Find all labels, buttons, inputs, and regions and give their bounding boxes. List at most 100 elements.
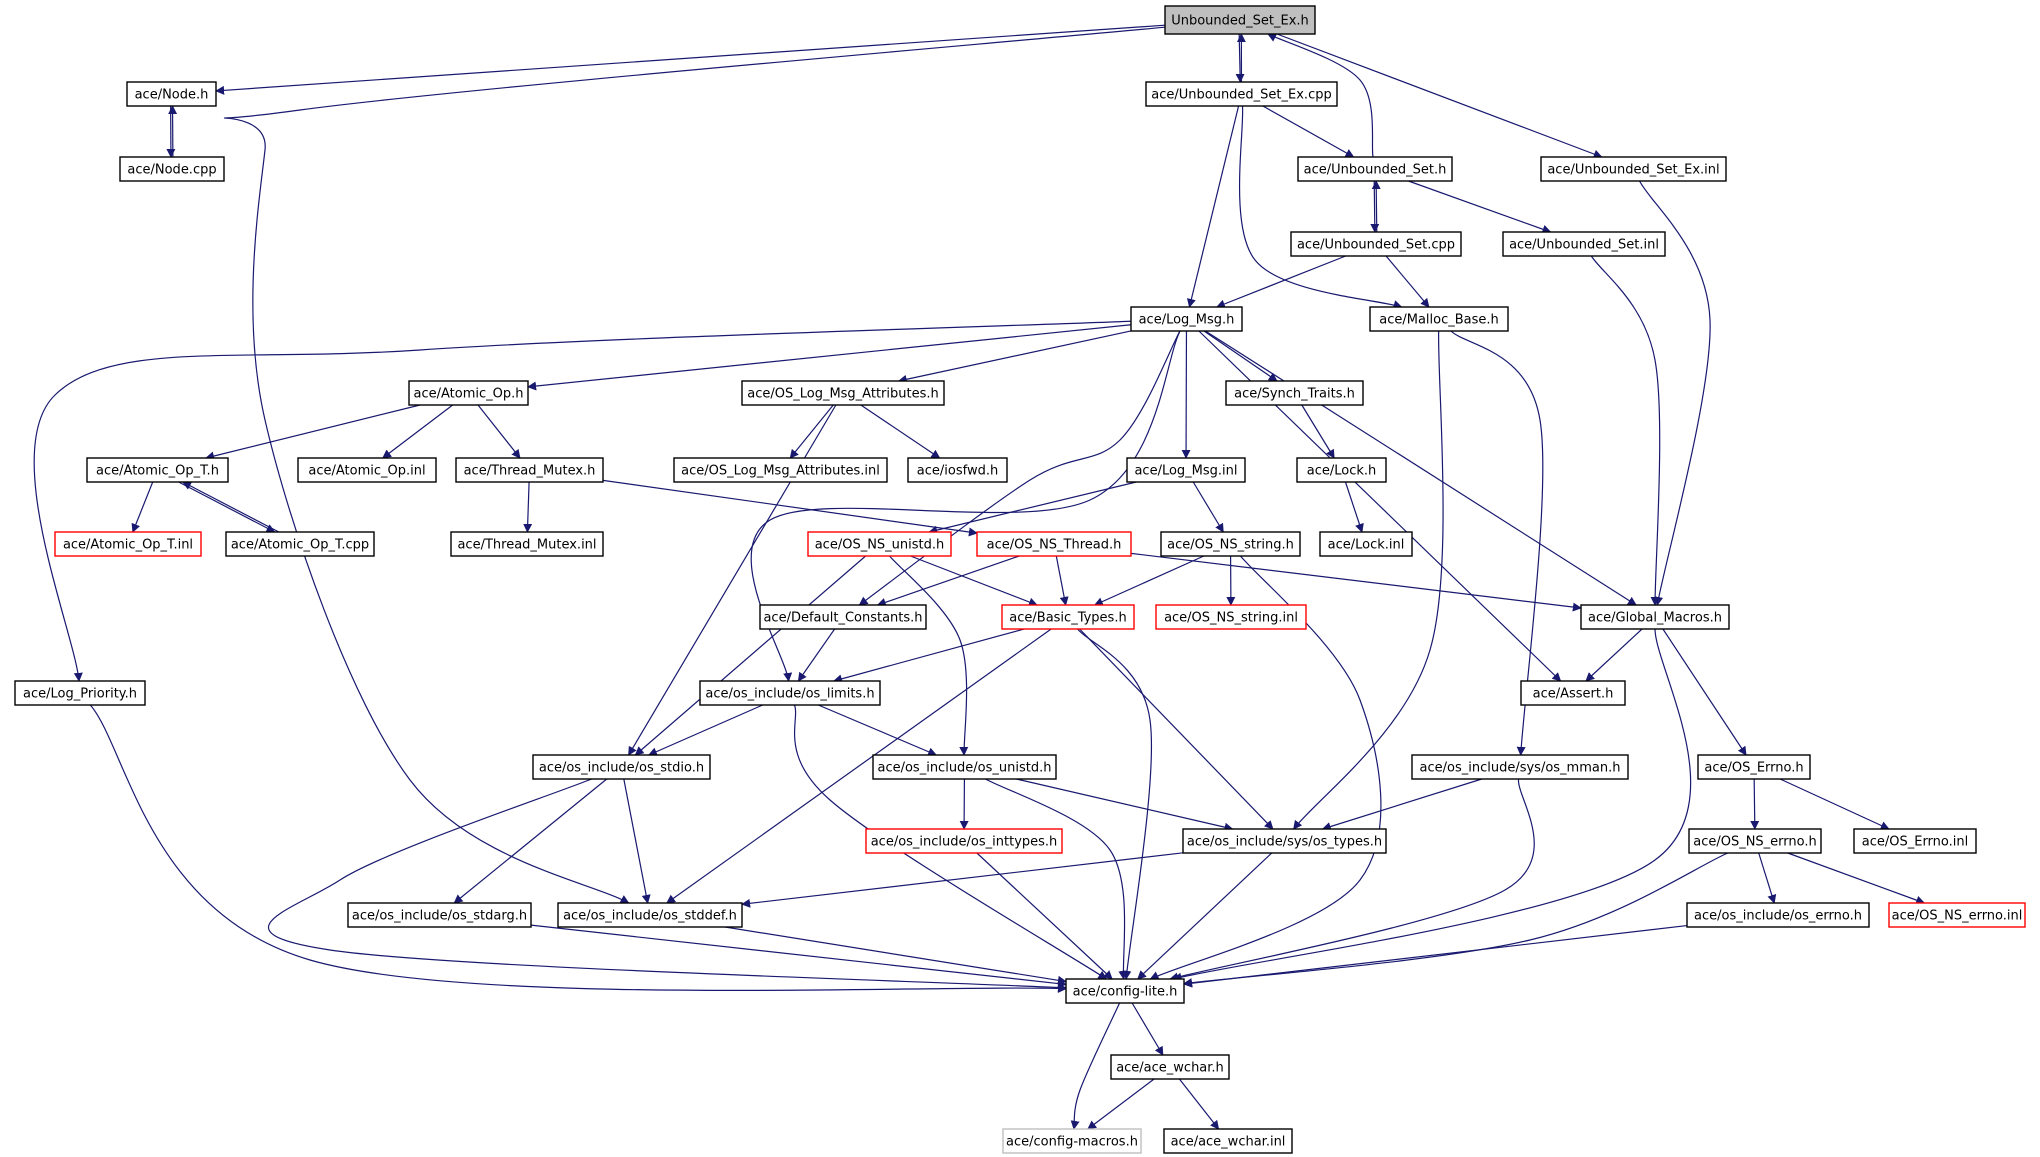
node-node-h[interactable]: ace/Node.h <box>126 81 217 107</box>
node-box <box>1225 380 1364 406</box>
node-atomic-inl[interactable]: ace/Atomic_Op.inl <box>297 457 437 483</box>
node-label: ace/iosfwd.h <box>917 464 998 479</box>
node-osstdio-h[interactable]: ace/os_include/os_stdio.h <box>532 754 711 780</box>
edge-globalmac_h-to-oserrno_h <box>1662 628 1747 756</box>
node-usetex-inl[interactable]: ace/Unbounded_Set_Ex.inl <box>1540 156 1727 182</box>
node-acewchar-inl[interactable]: ace/ace_wchar.inl <box>1163 1128 1293 1154</box>
edge-line <box>1585 628 1643 682</box>
node-oslogattr-h[interactable]: ace/OS_Log_Msg_Attributes.h <box>741 380 945 406</box>
node-defconst-h[interactable]: ace/Default_Constants.h <box>759 604 927 630</box>
edge-osstdio_h-to-configlite_h <box>268 778 1067 993</box>
node-box <box>1502 231 1666 257</box>
node-label: ace/Unbounded_Set_Ex.cpp <box>1151 88 1331 103</box>
node-atomict-cpp[interactable]: ace/Atomic_Op_T.cpp <box>225 531 375 557</box>
edge-logmsg_h-to-globalmac_h <box>1205 330 1637 606</box>
edge-oslogattr_h-to-iosfwd_h <box>860 404 941 459</box>
node-oserrno2-h[interactable]: ace/os_include/os_errno.h <box>1686 902 1870 928</box>
node-osunistd2-h[interactable]: ace/os_include/os_unistd.h <box>872 754 1057 780</box>
edge-atomic_h-to-atomict_h <box>205 404 421 461</box>
node-oslogattr-inl[interactable]: ace/OS_Log_Msg_Attributes.inl <box>673 457 888 483</box>
node-uset-h[interactable]: ace/Unbounded_Set.h <box>1297 156 1453 182</box>
node-malloc-h[interactable]: ace/Malloc_Base.h <box>1369 306 1509 332</box>
node-configmacros-h[interactable]: ace/config-macros.h <box>1002 1128 1142 1154</box>
edge-line <box>928 481 1137 535</box>
node-label: ace/Atomic_Op_T.h <box>96 464 219 479</box>
node-label: ace/Log_Priority.h <box>23 687 137 702</box>
node-acewchar-h[interactable]: ace/ace_wchar.h <box>1110 1054 1230 1080</box>
node-box <box>872 754 1057 780</box>
node-label: ace/Lock.h <box>1307 464 1377 479</box>
node-box <box>126 81 217 107</box>
edge-root-to-usetex_inl <box>1276 33 1603 159</box>
edge-line <box>1079 628 1274 830</box>
node-osnserrno-inl[interactable]: ace/OS_NS_errno.inl <box>1888 902 2026 928</box>
node-box <box>1369 306 1509 332</box>
node-osstring-inl[interactable]: ace/OS_NS_string.inl <box>1155 604 1307 630</box>
node-box <box>1001 604 1135 630</box>
node-box <box>1580 604 1730 630</box>
node-iosfwd-h[interactable]: ace/iosfwd.h <box>907 457 1008 483</box>
edge-oserrno2_h-to-configlite_h <box>1183 924 1688 988</box>
node-logmsg-h[interactable]: ace/Log_Msg.h <box>1130 306 1243 332</box>
edge-atomict_cpp-to-atomict_h <box>182 481 280 533</box>
node-box <box>347 902 532 928</box>
node-uset-cpp[interactable]: ace/Unbounded_Set.cpp <box>1290 231 1462 257</box>
node-oserrno-inl[interactable]: ace/OS_Errno.inl <box>1853 828 1977 854</box>
node-configlite-h[interactable]: ace/config-lite.h <box>1065 978 1185 1004</box>
node-osinttypes-h[interactable]: ace/os_include/os_inttypes.h <box>865 828 1063 854</box>
node-osunistd-h[interactable]: ace/OS_NS_unistd.h <box>807 531 952 557</box>
node-oserrno-h[interactable]: ace/OS_Errno.h <box>1697 754 1811 780</box>
node-globalmac-h[interactable]: ace/Global_Macros.h <box>1580 604 1730 630</box>
node-lock-h[interactable]: ace/Lock.h <box>1296 457 1387 483</box>
node-uset-inl[interactable]: ace/Unbounded_Set.inl <box>1502 231 1666 257</box>
node-box <box>1540 156 1727 182</box>
node-osstdarg-h[interactable]: ace/os_include/os_stdarg.h <box>347 902 532 928</box>
node-osstring-h[interactable]: ace/OS_NS_string.h <box>1160 531 1301 557</box>
node-label: ace/Synch_Traits.h <box>1234 387 1355 402</box>
node-node-cpp[interactable]: ace/Node.cpp <box>119 156 225 182</box>
edge-ostypes_h-to-osstddef_h <box>741 852 1184 908</box>
edge-atomict_h-to-atomict_inl <box>131 481 154 533</box>
edge-oserrno_h-to-oserrno_inl <box>1779 778 1890 830</box>
node-label: ace/Atomic_Op.inl <box>308 464 425 479</box>
node-label: ace/OS_Log_Msg_Attributes.h <box>747 387 938 402</box>
node-box <box>673 457 888 483</box>
node-assert-h[interactable]: ace/Assert.h <box>1520 680 1626 706</box>
edge-line <box>1235 33 1245 83</box>
node-lock-inl[interactable]: ace/Lock.inl <box>1319 531 1413 557</box>
node-ostypes-h[interactable]: ace/os_include/sys/os_types.h <box>1182 828 1387 854</box>
node-label: ace/OS_NS_string.h <box>1167 538 1294 553</box>
edge-line <box>1301 404 1335 459</box>
node-logprio-h[interactable]: ace/Log_Priority.h <box>14 680 146 706</box>
edge-basictypes_h-to-osstddef_h <box>666 628 1052 904</box>
node-label: ace/OS_NS_unistd.h <box>815 538 945 553</box>
node-osnserrno-h[interactable]: ace/OS_NS_errno.h <box>1688 828 1822 854</box>
node-osthread-h[interactable]: ace/OS_NS_Thread.h <box>976 531 1132 557</box>
node-synch-h[interactable]: ace/Synch_Traits.h <box>1225 380 1364 406</box>
node-basictypes-h[interactable]: ace/Basic_Types.h <box>1001 604 1135 630</box>
node-box <box>1411 754 1629 780</box>
node-label: ace/Assert.h <box>1533 687 1614 702</box>
edge-line <box>1055 555 1069 606</box>
edge-logmsg_h-to-atomic_h <box>527 324 1132 391</box>
node-atomic-h[interactable]: ace/Atomic_Op.h <box>408 380 529 406</box>
edge-line <box>1385 255 1430 308</box>
node-usetex-cpp[interactable]: ace/Unbounded_Set_Ex.cpp <box>1145 81 1338 107</box>
node-box <box>1296 457 1387 483</box>
node-atomict-inl[interactable]: ace/Atomic_Op_T.inl <box>54 531 202 557</box>
edge-line <box>833 628 1025 684</box>
node-atomict-h[interactable]: ace/Atomic_Op_T.h <box>86 457 229 483</box>
node-osmman-h[interactable]: ace/os_include/sys/os_mman.h <box>1411 754 1629 780</box>
node-logmsg-inl[interactable]: ace/Log_Msg.inl <box>1126 457 1246 483</box>
edge-line <box>1016 778 1234 832</box>
node-tmutex-h[interactable]: ace/Thread_Mutex.h <box>455 457 604 483</box>
edge-line <box>1662 628 1747 756</box>
edge-line <box>1131 1002 1164 1056</box>
node-tmutex-inl[interactable]: ace/Thread_Mutex.inl <box>450 531 604 557</box>
node-root[interactable]: Unbounded_Set_Ex.h <box>1164 5 1316 35</box>
node-oslimits-h[interactable]: ace/os_include/os_limits.h <box>699 680 881 706</box>
node-osstddef-h[interactable]: ace/os_include/os_stddef.h <box>557 902 743 928</box>
node-label: ace/Thread_Mutex.h <box>464 464 596 479</box>
node-label: ace/Node.cpp <box>127 163 216 178</box>
